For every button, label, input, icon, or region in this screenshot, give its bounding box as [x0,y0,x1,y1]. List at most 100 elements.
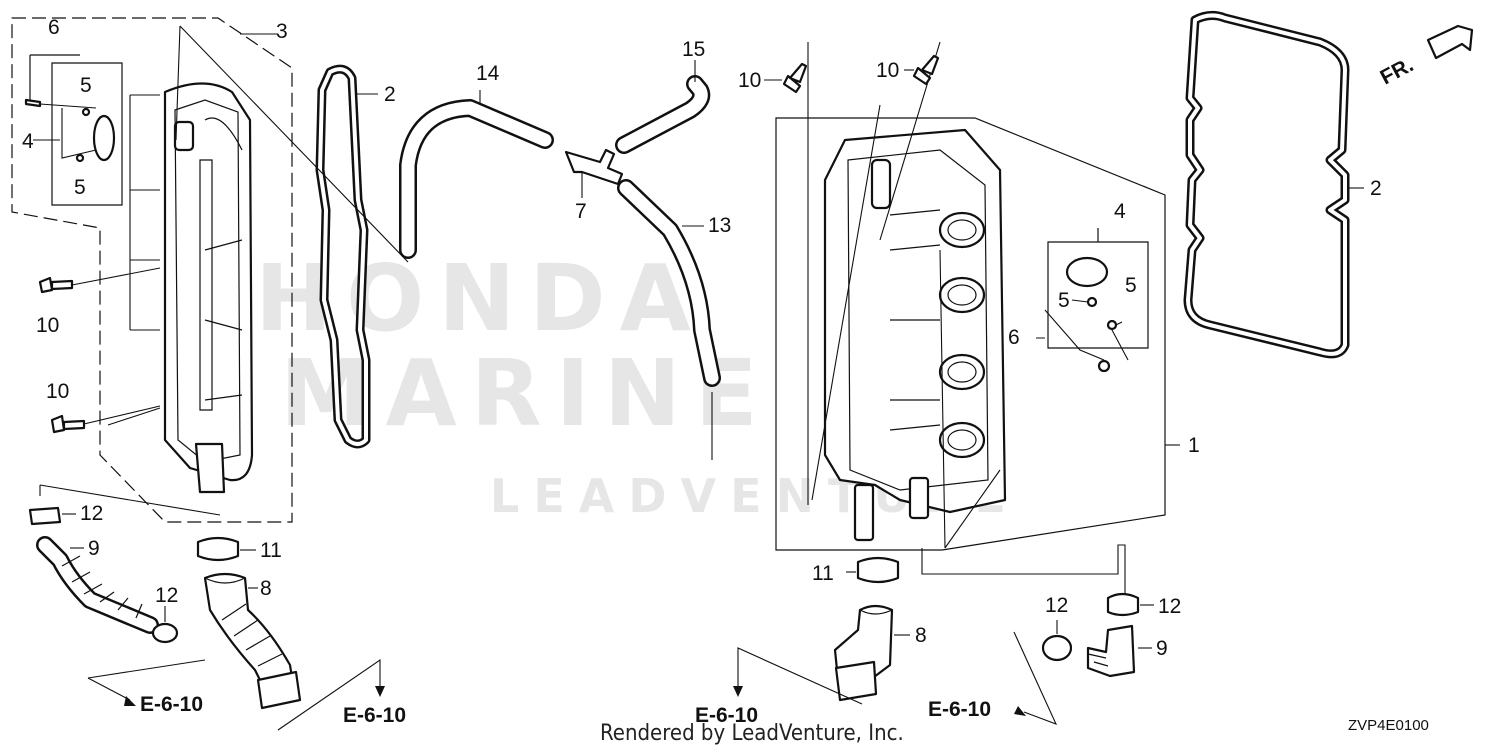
head-cover-left-inner [174,99,241,463]
bolt-left-small [24,98,42,108]
bolt-left-lower [50,414,86,434]
ref-arrow-4-lines [1013,631,1058,725]
head-cover-left [163,82,254,482]
ref-arrow-3-head [733,686,743,697]
callout-8-right: 8 [915,624,927,647]
bolt-right-small [1097,359,1111,373]
front-label: FR. [1377,53,1418,89]
head-cover-right-group [775,41,1180,551]
callout-9-left: 9 [88,537,100,560]
clip-12-left-a [28,506,62,526]
callout-14: 14 [476,62,500,85]
ref-arrow-2-head [375,686,385,697]
callout-5-left-top: 5 [80,74,92,97]
reference-label-4: E-6-10 [928,698,991,721]
ref-arrow-1-head [124,696,136,706]
callout-9-right: 9 [1156,637,1168,660]
head-cover-left-group [11,17,293,523]
clip-12-left-b [151,622,179,644]
ref-arrow-4-head [1014,706,1026,716]
sub-leader-left [29,54,80,100]
cover-gasket-guide [179,25,409,263]
reference-label-3: E-6-10 [695,704,758,727]
callout-6-right: 6 [1008,326,1020,349]
oil-filler-cap-left [92,114,116,162]
callout-5-left-bottom: 5 [74,176,86,199]
callout-labels: 1 2 2 3 4 4 5 5 5 5 6 6 7 8 8 9 9 10 10 … [22,16,1382,660]
callout-5-right-a: 5 [1058,289,1070,312]
head-cover-right-ports [938,211,986,459]
reference-labels: E-6-10 E-6-10 E-6-10 E-6-10 [140,693,991,727]
head-cover-right-drain-1 [853,483,875,542]
group-outline-right [775,117,1166,551]
three-way-joint [564,148,624,186]
oil-filler-cap-right [1065,256,1109,288]
washer-right-a [1086,296,1098,308]
watermark-brand-line2: MARINE [280,340,772,447]
callout-10-left-b: 10 [46,380,69,403]
oil-cap-right-group [1036,228,1149,373]
drain-group-leader-left [39,484,221,516]
front-arrow-icon [1426,24,1474,60]
front-direction-marker: FR. [1377,24,1474,89]
breather-tube-15 [615,60,711,154]
bolt-right-b [912,54,940,86]
head-cover-left-leaders [107,25,181,426]
callout-10-left-a: 10 [36,314,59,337]
callout-2-left: 2 [384,83,396,106]
footer-credit: Rendered by LeadVenture, Inc. [600,721,904,746]
callout-12-left-b: 12 [155,584,178,607]
ref-arrow-3-lines [737,647,863,705]
gasket-left [315,64,378,449]
callout-13: 13 [708,214,731,237]
head-cover-left-drain-port [194,442,226,494]
joint-7 [564,148,624,198]
callout-15: 15 [682,38,705,61]
washer-left-upper [81,107,91,117]
clamp-11-left [196,536,240,562]
callout-6-left: 6 [48,16,60,39]
drain-group-leader-right [921,544,1126,600]
callout-5-right-b: 5 [1125,274,1137,297]
bolt-left-lower-leader [83,405,161,425]
head-cover-right-ribs [889,209,941,431]
drain-elbow-8-left [203,572,302,710]
washer-left-lower [75,153,85,163]
head-cover-right-leaders [807,41,1001,549]
ref-arrow-1-lines [87,659,206,701]
callout-2-right: 2 [1370,177,1382,200]
sub-box-left [51,62,123,206]
callout-4-right: 4 [1114,200,1126,223]
bolts-left [38,267,161,434]
callout-12-right-b: 12 [1158,595,1181,618]
sub-right-leaders [1036,299,1129,361]
reference-label-1: E-6-10 [140,693,203,716]
breather-tube-13 [617,179,721,387]
callout-11-left: 11 [260,539,282,562]
washer-right-b [1106,319,1118,331]
drain-hose-9-right [1086,624,1136,678]
clip-12-right-a [1106,592,1140,617]
callout-11-right: 11 [812,562,834,585]
sub-left-leaders [33,103,97,159]
head-cover-left-rib [199,159,213,411]
callout-3: 3 [276,20,288,43]
bolt-right-a [782,62,808,94]
callout-10-right-a: 10 [738,69,761,92]
head-cover-left-details [204,117,243,401]
head-cover-right-inner [847,149,989,491]
ref-arrow-2-lines [277,658,381,731]
head-cover-right-breather-port [870,158,892,210]
callout-12-right-a: 12 [1045,594,1068,617]
gasket-right [1183,10,1364,359]
callout-1: 1 [1188,434,1200,457]
bolt-left-upper [38,276,74,294]
breather-tube-14 [399,90,554,259]
lower-left-parts [28,484,302,710]
reference-arrows [87,631,1058,731]
oil-cap-left-group [24,54,123,206]
lower-right-parts [833,544,1154,702]
head-cover-left-breather-port [173,120,195,152]
head-cover-right [823,128,1007,514]
